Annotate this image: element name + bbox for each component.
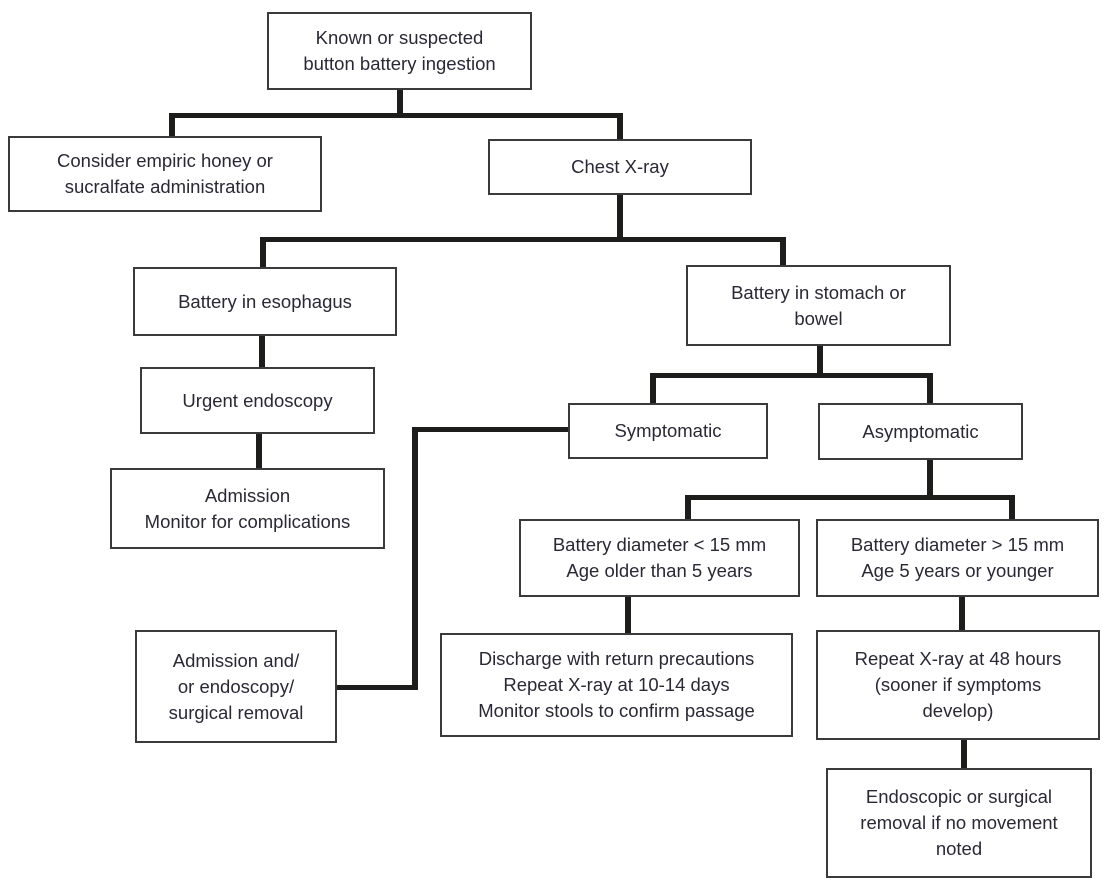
node-symptomatic: Symptomatic bbox=[568, 403, 768, 459]
node-admission-monitor-complications: Admission Monitor for complications bbox=[110, 468, 385, 549]
connector-to-stomach bbox=[780, 237, 786, 265]
connector-repeat-endoscopic bbox=[961, 740, 967, 768]
connector-asymptomatic-down bbox=[927, 460, 933, 500]
node-label: Repeat X-ray at 48 hours (sooner if symp… bbox=[854, 648, 1062, 721]
connector-xray-split bbox=[260, 237, 786, 242]
node-label: Asymptomatic bbox=[862, 420, 979, 442]
connector-to-large-battery bbox=[1009, 495, 1015, 519]
node-label: Endoscopic or surgical removal if no mov… bbox=[860, 786, 1058, 859]
node-label: Chest X-ray bbox=[571, 156, 669, 177]
node-consider-honey-sucralfate: Consider empiric honey or sucralfate adm… bbox=[8, 136, 322, 212]
node-label: Battery in esophagus bbox=[178, 290, 352, 312]
connector-esophagus-endoscopy bbox=[259, 336, 265, 367]
node-label: Symptomatic bbox=[614, 420, 722, 441]
node-label: Admission Monitor for complications bbox=[144, 484, 351, 532]
node-asymptomatic: Asymptomatic bbox=[818, 403, 1023, 460]
node-admission-endoscopy-surgical-removal: Admission and/ or endoscopy/ surgical re… bbox=[135, 630, 337, 743]
node-label: Known or suspected button battery ingest… bbox=[303, 27, 496, 74]
connector-stomach-split bbox=[650, 373, 933, 378]
connector-small-discharge bbox=[625, 597, 631, 633]
node-urgent-endoscopy: Urgent endoscopy bbox=[140, 367, 375, 434]
connector-elbow-admission-removal bbox=[337, 685, 418, 690]
connector-to-chest-xray bbox=[617, 113, 623, 139]
node-discharge-return-precautions: Discharge with return precautions Repeat… bbox=[440, 633, 793, 737]
connector-to-esophagus bbox=[260, 237, 266, 267]
node-label: Urgent endoscopy bbox=[182, 389, 333, 411]
node-label: Battery diameter > 15 mm Age 5 years or … bbox=[850, 534, 1065, 581]
node-label: Discharge with return precautions Repeat… bbox=[478, 648, 755, 721]
node-label: Battery diameter < 15 mm Age older than … bbox=[552, 534, 767, 581]
connector-to-honey bbox=[169, 113, 175, 136]
connector-root-down bbox=[397, 90, 403, 118]
connector-symptomatic-left bbox=[415, 427, 568, 432]
node-label: Battery in stomach or bowel bbox=[731, 281, 906, 329]
node-known-or-suspected-ingestion: Known or suspected button battery ingest… bbox=[267, 12, 532, 90]
node-battery-diameter-over-15mm: Battery diameter > 15 mm Age 5 years or … bbox=[816, 519, 1099, 597]
node-chest-xray: Chest X-ray bbox=[488, 139, 752, 195]
connector-symptomatic-elbow bbox=[412, 427, 418, 690]
node-endoscopic-surgical-removal: Endoscopic or surgical removal if no mov… bbox=[826, 768, 1092, 878]
node-battery-in-stomach-or-bowel: Battery in stomach or bowel bbox=[686, 265, 951, 346]
connector-to-symptomatic bbox=[650, 373, 656, 403]
connector-stomach-down bbox=[817, 346, 823, 378]
node-label: Admission and/ or endoscopy/ surgical re… bbox=[168, 649, 304, 723]
node-battery-diameter-under-15mm: Battery diameter < 15 mm Age older than … bbox=[519, 519, 800, 597]
node-battery-in-esophagus: Battery in esophagus bbox=[133, 267, 397, 336]
connector-large-repeat-xray bbox=[959, 597, 965, 630]
connector-to-small-battery bbox=[685, 495, 691, 519]
connector-to-asymptomatic bbox=[927, 373, 933, 403]
connector-endoscopy-admission bbox=[256, 434, 262, 468]
node-repeat-xray-48-hours: Repeat X-ray at 48 hours (sooner if symp… bbox=[816, 630, 1100, 740]
connector-root-split bbox=[169, 113, 623, 118]
connector-xray-down bbox=[617, 195, 623, 242]
node-label: Consider empiric honey or sucralfate adm… bbox=[57, 150, 273, 197]
connector-asymptomatic-split bbox=[685, 495, 1015, 500]
